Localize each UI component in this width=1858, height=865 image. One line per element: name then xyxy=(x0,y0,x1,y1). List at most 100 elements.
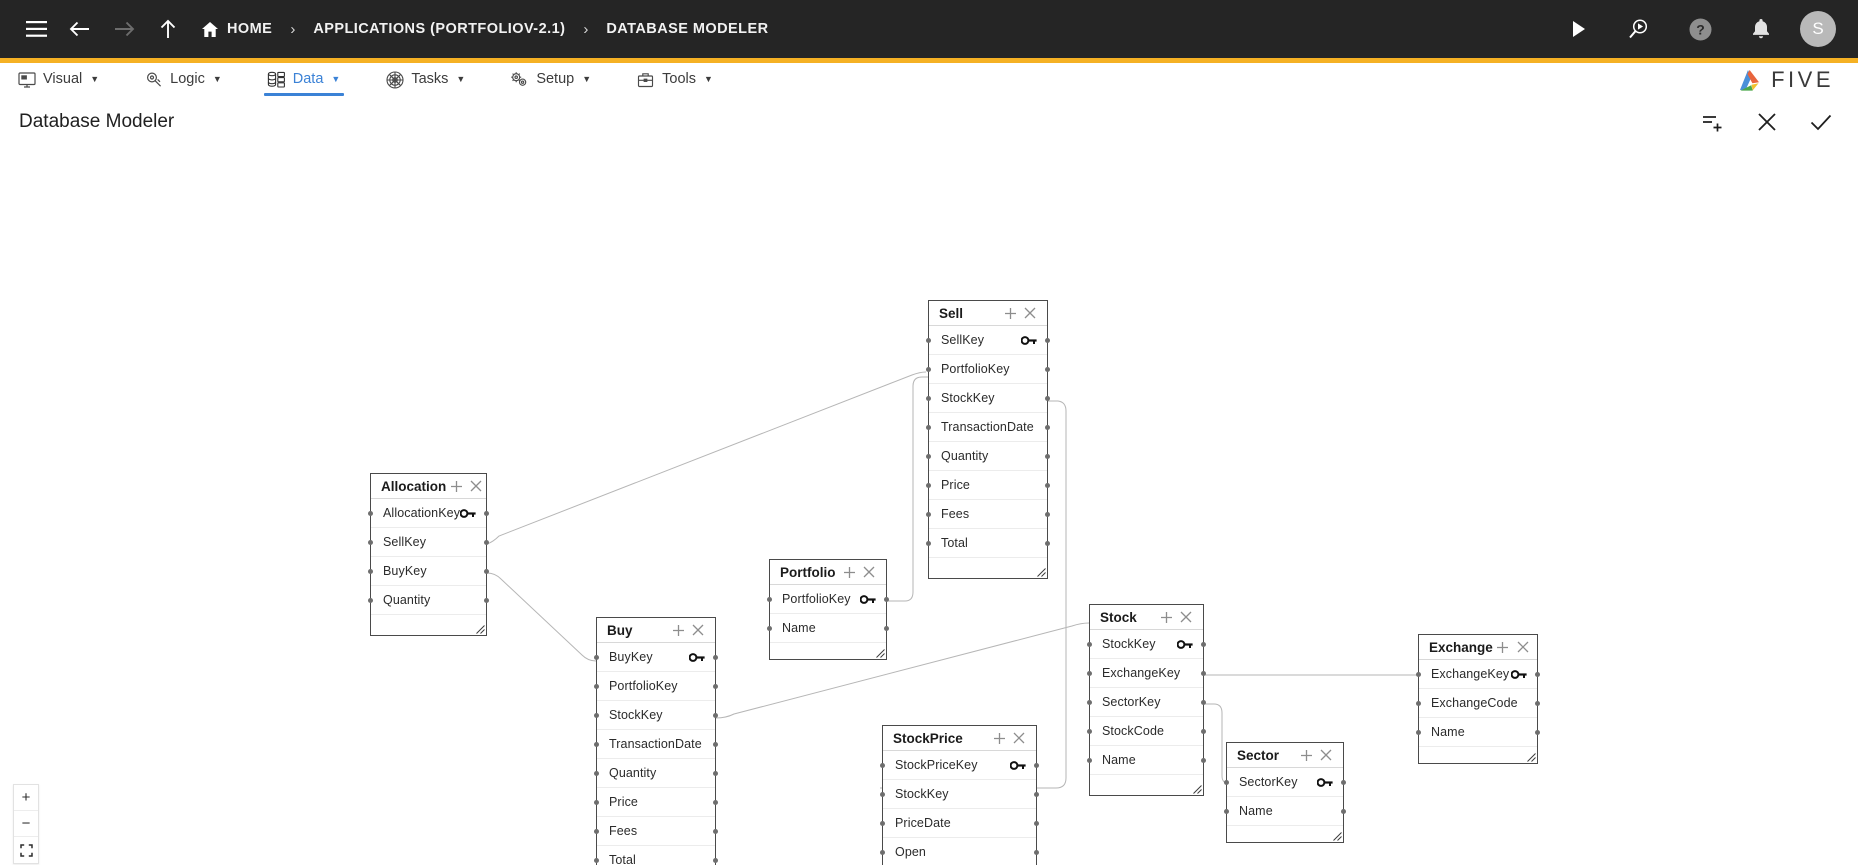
field-port-right[interactable] xyxy=(484,568,489,574)
add-field-icon[interactable] xyxy=(1493,637,1513,657)
field-row[interactable]: Name xyxy=(1224,797,1346,826)
resize-grip-icon[interactable] xyxy=(476,625,485,634)
table-header[interactable]: Stock xyxy=(1090,605,1203,630)
field-port-right[interactable] xyxy=(713,828,718,834)
field-port-right[interactable] xyxy=(1045,453,1050,459)
field-port-right[interactable] xyxy=(713,799,718,805)
field-port-left[interactable] xyxy=(926,424,931,430)
field-port-right[interactable] xyxy=(1034,849,1039,855)
field-port-right[interactable] xyxy=(713,683,718,689)
field-port-right[interactable] xyxy=(1034,820,1039,826)
resize-grip-icon[interactable] xyxy=(1037,568,1046,577)
menu-item-visual[interactable]: Visual ▼ xyxy=(14,63,115,96)
field-port-left[interactable] xyxy=(1087,670,1092,676)
field-row[interactable]: PortfolioKey xyxy=(767,585,889,614)
breadcrumb-item-applications[interactable]: APPLICATIONS (PORTFOLIOV-2.1) xyxy=(311,17,567,41)
field-port-left[interactable] xyxy=(594,654,599,660)
table-header[interactable]: StockPrice xyxy=(883,726,1036,751)
field-port-left[interactable] xyxy=(880,820,885,826)
field-row[interactable]: Quantity xyxy=(368,586,489,615)
close-table-icon[interactable] xyxy=(688,620,708,640)
field-port-left[interactable] xyxy=(594,770,599,776)
close-table-icon[interactable] xyxy=(859,562,879,582)
table-header[interactable]: Sector xyxy=(1227,743,1343,768)
field-port-right[interactable] xyxy=(1535,700,1540,706)
table-header[interactable]: Allocation xyxy=(371,474,486,499)
field-port-right[interactable] xyxy=(1201,641,1206,647)
field-port-left[interactable] xyxy=(1087,641,1092,647)
field-port-right[interactable] xyxy=(884,596,889,602)
add-field-icon[interactable] xyxy=(1296,745,1316,765)
table-header[interactable]: Buy xyxy=(597,618,715,643)
user-avatar[interactable]: S xyxy=(1800,11,1836,47)
field-port-left[interactable] xyxy=(767,625,772,631)
resize-grip-icon[interactable] xyxy=(876,649,885,658)
menu-item-tools[interactable]: Tools ▼ xyxy=(633,63,729,96)
resize-grip-icon[interactable] xyxy=(1193,785,1202,794)
menu-item-tasks[interactable]: Tasks ▼ xyxy=(382,63,481,96)
table-header[interactable]: Portfolio xyxy=(770,560,886,585)
field-row[interactable]: PortfolioKey xyxy=(594,672,718,701)
field-port-left[interactable] xyxy=(926,482,931,488)
add-field-icon[interactable] xyxy=(668,620,688,640)
field-row[interactable]: StockKey xyxy=(594,701,718,730)
field-port-right[interactable] xyxy=(884,625,889,631)
save-check-icon[interactable] xyxy=(1808,109,1834,135)
field-port-left[interactable] xyxy=(594,857,599,863)
field-port-left[interactable] xyxy=(1224,779,1229,785)
field-port-right[interactable] xyxy=(1201,757,1206,763)
table-header[interactable]: Exchange xyxy=(1419,635,1537,660)
field-row[interactable]: Fees xyxy=(594,817,718,846)
fit-to-screen-button[interactable] xyxy=(14,837,38,863)
field-port-left[interactable] xyxy=(594,741,599,747)
field-port-right[interactable] xyxy=(484,510,489,516)
field-row[interactable]: StockPriceKey xyxy=(880,751,1039,780)
field-port-left[interactable] xyxy=(594,799,599,805)
field-port-left[interactable] xyxy=(1087,757,1092,763)
field-row[interactable]: TransactionDate xyxy=(926,413,1050,442)
run-icon[interactable] xyxy=(1556,7,1600,51)
field-port-right[interactable] xyxy=(1341,808,1346,814)
field-port-right[interactable] xyxy=(1034,762,1039,768)
field-port-right[interactable] xyxy=(1045,540,1050,546)
field-row[interactable]: SellKey xyxy=(926,326,1050,355)
close-table-icon[interactable] xyxy=(1176,607,1196,627)
field-port-left[interactable] xyxy=(1087,699,1092,705)
field-port-right[interactable] xyxy=(1045,395,1050,401)
add-field-icon[interactable] xyxy=(1156,607,1176,627)
field-port-right[interactable] xyxy=(713,712,718,718)
field-port-left[interactable] xyxy=(1416,729,1421,735)
field-port-left[interactable] xyxy=(368,539,373,545)
field-port-left[interactable] xyxy=(594,828,599,834)
close-table-icon[interactable] xyxy=(1020,303,1040,323)
field-port-left[interactable] xyxy=(1224,808,1229,814)
field-port-left[interactable] xyxy=(880,849,885,855)
hamburger-menu-icon[interactable] xyxy=(14,7,58,51)
field-row[interactable]: Name xyxy=(1416,718,1540,747)
field-port-left[interactable] xyxy=(368,597,373,603)
field-port-left[interactable] xyxy=(368,510,373,516)
field-port-right[interactable] xyxy=(484,539,489,545)
close-table-icon[interactable] xyxy=(1009,728,1029,748)
field-port-right[interactable] xyxy=(713,770,718,776)
field-row[interactable]: StockCode xyxy=(1087,717,1206,746)
field-row[interactable]: SectorKey xyxy=(1087,688,1206,717)
help-icon[interactable]: ? xyxy=(1678,7,1722,51)
field-row[interactable]: BuyKey xyxy=(594,643,718,672)
close-table-icon[interactable] xyxy=(1316,745,1336,765)
close-table-icon[interactable] xyxy=(466,476,486,496)
breadcrumb-item-home[interactable]: HOME xyxy=(200,17,274,41)
field-port-left[interactable] xyxy=(926,395,931,401)
field-row[interactable]: Fees xyxy=(926,500,1050,529)
field-port-right[interactable] xyxy=(1201,670,1206,676)
field-port-right[interactable] xyxy=(1045,511,1050,517)
field-port-right[interactable] xyxy=(1045,482,1050,488)
field-port-left[interactable] xyxy=(1416,671,1421,677)
menu-item-logic[interactable]: Logic ▼ xyxy=(141,63,238,96)
